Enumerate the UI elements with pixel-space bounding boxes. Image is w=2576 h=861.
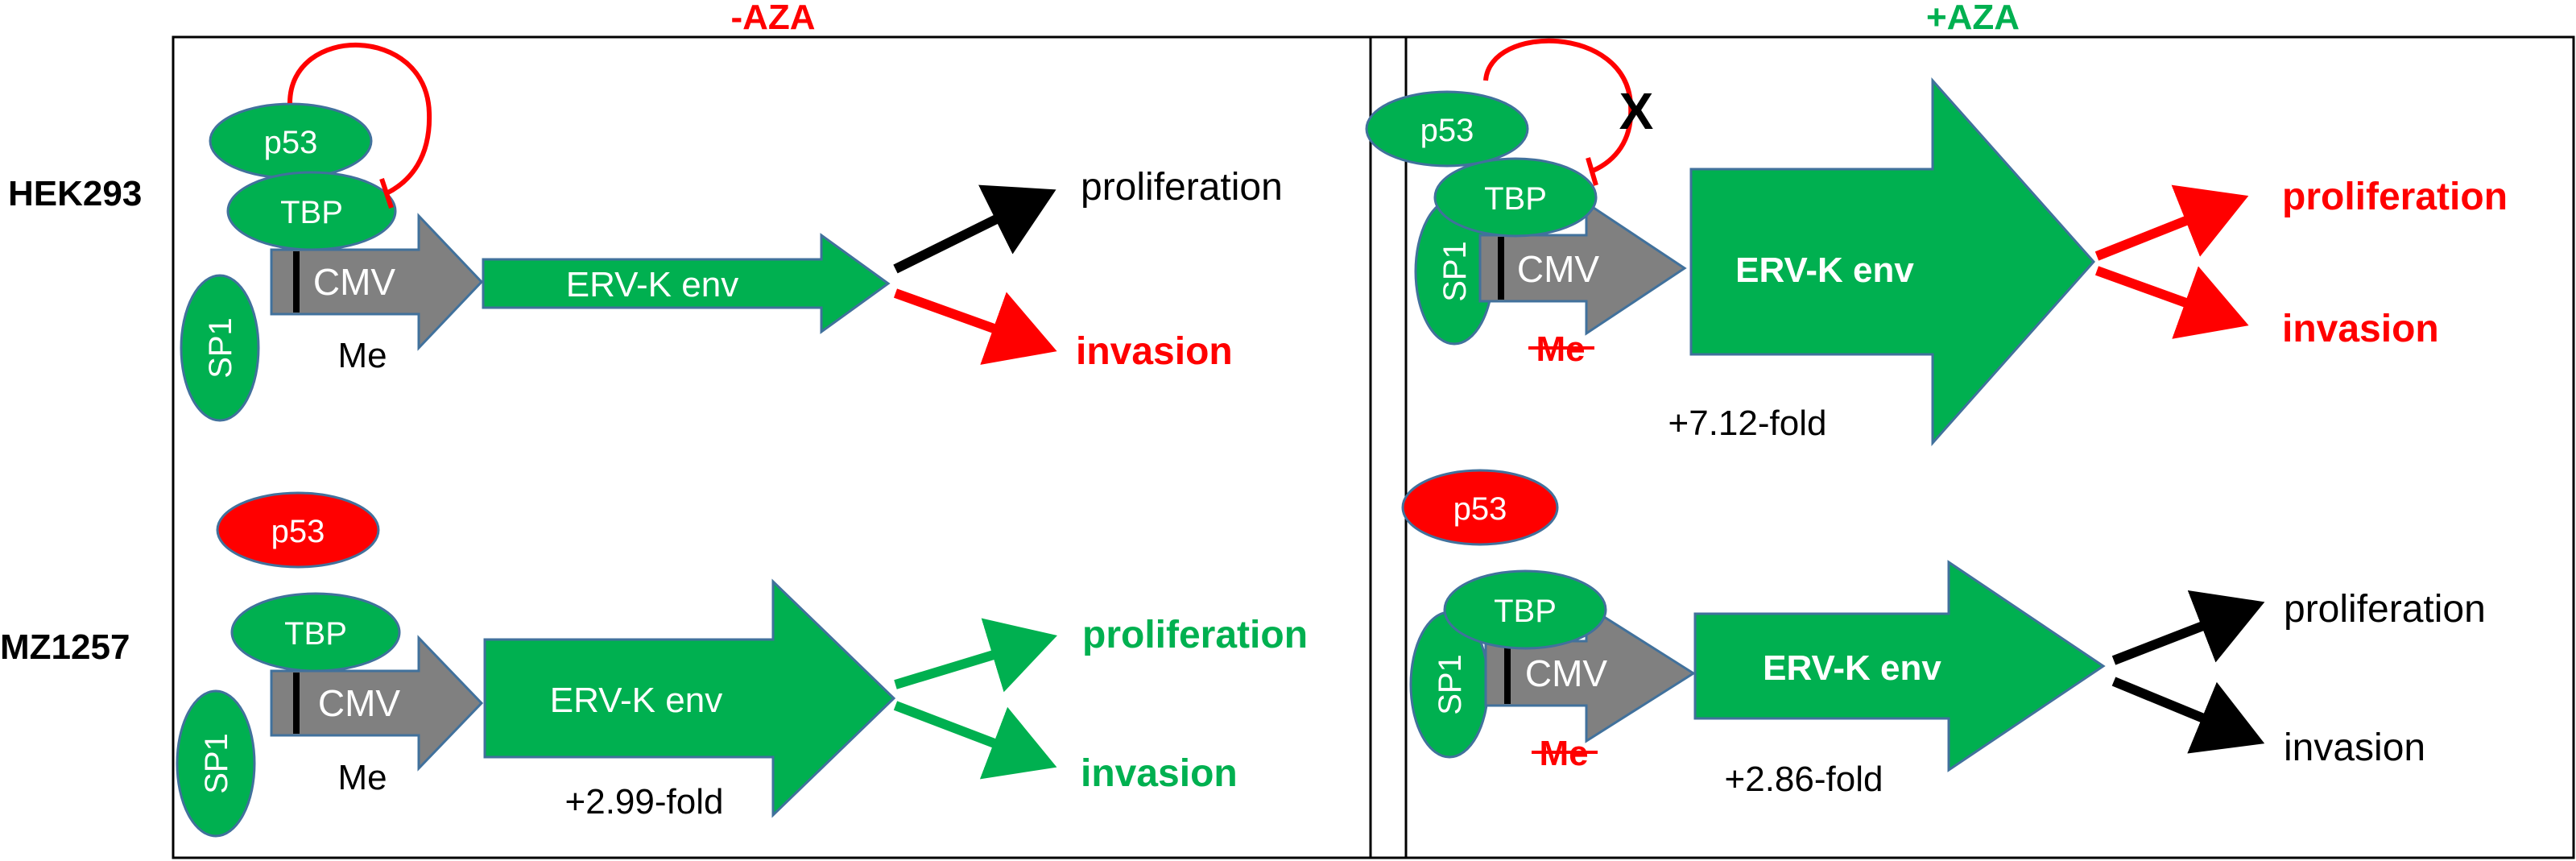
right-panel-title: +AZA bbox=[1926, 0, 2020, 37]
invasion-arrow bbox=[893, 701, 1057, 780]
left-top-construct: SP1 CMV p53 TBP Me ERV-K env proliferati… bbox=[180, 43, 1283, 422]
proliferation-arrow bbox=[893, 184, 1056, 274]
right-bottom-construct: p53 SP1 CMV TBP Me ERV-K env +2.86-fold … bbox=[1401, 469, 2486, 799]
proliferation-label: proliferation bbox=[1081, 166, 1283, 209]
proliferation-label: proliferation bbox=[1082, 614, 1308, 656]
tbp-oval bbox=[226, 171, 397, 251]
tbp-oval bbox=[1443, 569, 1607, 650]
sp1-label: SP1 bbox=[1437, 241, 1473, 302]
proliferation-arrow bbox=[2111, 590, 2265, 665]
sp1-oval bbox=[176, 689, 256, 838]
fold-change-label: +7.12-fold bbox=[1668, 404, 1827, 443]
fold-change-label: +2.86-fold bbox=[1725, 760, 1883, 799]
right-top-construct: SP1 CMV p53 TBP X Me ERV-K env +7.12-fol… bbox=[1365, 38, 2508, 446]
inhibition-bar bbox=[379, 178, 394, 209]
tbp-label: TBP bbox=[284, 616, 347, 652]
tbp-label: TBP bbox=[1484, 181, 1547, 217]
invasion-arrow bbox=[2111, 677, 2265, 754]
invasion-arrow bbox=[2094, 266, 2249, 339]
erv-k-env-arrow bbox=[1689, 77, 2096, 446]
inhibition-bar bbox=[1586, 157, 1598, 186]
methylation-label: Me bbox=[337, 758, 387, 797]
erv-k-env-label: ERV-K env bbox=[550, 681, 722, 720]
sp1-label: SP1 bbox=[199, 733, 234, 794]
tbp-label: TBP bbox=[1494, 594, 1557, 629]
p53-label: p53 bbox=[1453, 491, 1507, 527]
left-panel-frame bbox=[172, 35, 1408, 859]
tbp-label: TBP bbox=[280, 195, 343, 230]
p53-oval bbox=[216, 491, 380, 569]
invasion-label: invasion bbox=[1076, 330, 1233, 373]
invasion-label: invasion bbox=[1081, 752, 1238, 795]
p53-inhibition-loop bbox=[287, 43, 432, 196]
cmv-label: CMV bbox=[1517, 248, 1600, 290]
p53-oval bbox=[1401, 469, 1559, 546]
cmv-promoter-arrow bbox=[270, 213, 484, 351]
sp1-label: SP1 bbox=[203, 317, 238, 379]
fold-change-label: +2.99-fold bbox=[565, 782, 724, 822]
cmv-label: CMV bbox=[318, 682, 401, 724]
erv-k-env-arrow bbox=[482, 233, 891, 334]
methylation-label: Me bbox=[337, 336, 387, 375]
invasion-label: invasion bbox=[2282, 308, 2439, 350]
cmv-label: CMV bbox=[1525, 652, 1608, 694]
p53-inhibition-loop bbox=[1483, 38, 1634, 173]
invasion-arrow bbox=[893, 288, 1057, 365]
left-panel-title: -AZA bbox=[730, 0, 815, 37]
erv-k-env-label: ERV-K env bbox=[566, 265, 738, 304]
left-bottom-construct: p53 SP1 CMV TBP Me ERV-K env +2.99-fold … bbox=[176, 491, 1308, 838]
proliferation-arrow bbox=[2094, 184, 2249, 261]
tbp-oval bbox=[230, 592, 401, 673]
proliferation-label: proliferation bbox=[2282, 176, 2508, 218]
right-panel-frame bbox=[1369, 35, 2575, 859]
p53-label: p53 bbox=[271, 514, 325, 549]
cmv-label: CMV bbox=[313, 261, 396, 303]
tbp-oval bbox=[1433, 157, 1598, 238]
proliferation-arrow bbox=[894, 618, 1057, 693]
p53-label: p53 bbox=[1420, 113, 1474, 148]
cmv-promoter-arrow bbox=[270, 635, 484, 772]
erv-k-env-arrow bbox=[1693, 560, 2106, 772]
p53-label: p53 bbox=[264, 125, 318, 160]
blocked-x-mark: X bbox=[1619, 82, 1654, 140]
p53-oval bbox=[1365, 90, 1529, 168]
sp1-label: SP1 bbox=[1433, 654, 1468, 715]
erv-k-env-label: ERV-K env bbox=[1735, 250, 1914, 290]
row-label-hek293: HEK293 bbox=[8, 174, 142, 213]
row-label-mz1257: MZ1257 bbox=[0, 627, 130, 667]
invasion-label: invasion bbox=[2284, 726, 2425, 769]
erv-k-env-arrow bbox=[483, 578, 896, 818]
proliferation-label: proliferation bbox=[2284, 588, 2486, 631]
erv-k-env-label: ERV-K env bbox=[1763, 648, 1941, 688]
sp1-oval bbox=[180, 274, 260, 422]
